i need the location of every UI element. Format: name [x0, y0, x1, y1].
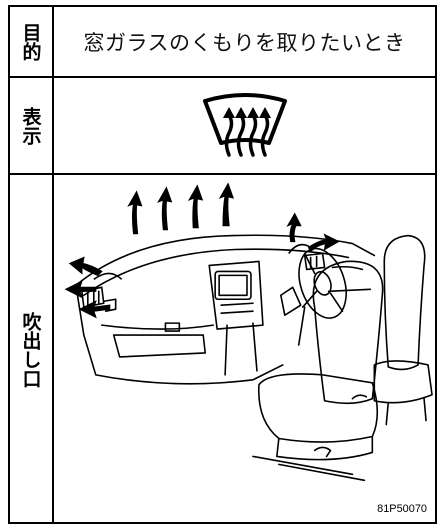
purpose-label: 目的	[19, 22, 42, 61]
windshield-defrost-icon	[202, 92, 287, 157]
display-header-cell: 表示	[10, 78, 54, 173]
dashboard-vents-airflow-illustration: 81P50070	[64, 182, 433, 515]
display-content-cell	[54, 78, 435, 173]
display-row: 表示	[10, 78, 435, 175]
purpose-text: 窓ガラスのくもりを取りたいとき	[83, 30, 406, 55]
outlets-header-cell: 吹出し口	[10, 175, 54, 524]
purpose-content-cell: 窓ガラスのくもりを取りたいとき	[54, 7, 435, 76]
outlets-row: 吹出し口	[10, 175, 435, 524]
info-table: 目的 窓ガラスのくもりを取りたいとき 表示	[8, 5, 437, 524]
display-label: 表示	[19, 106, 42, 145]
outlets-content-cell: 81P50070	[54, 175, 435, 524]
purpose-header-cell: 目的	[10, 7, 54, 76]
figure-code: 81P50070	[377, 503, 427, 515]
purpose-row: 目的 窓ガラスのくもりを取りたいとき	[10, 7, 435, 78]
outlets-label: 吹出し口	[19, 311, 42, 388]
